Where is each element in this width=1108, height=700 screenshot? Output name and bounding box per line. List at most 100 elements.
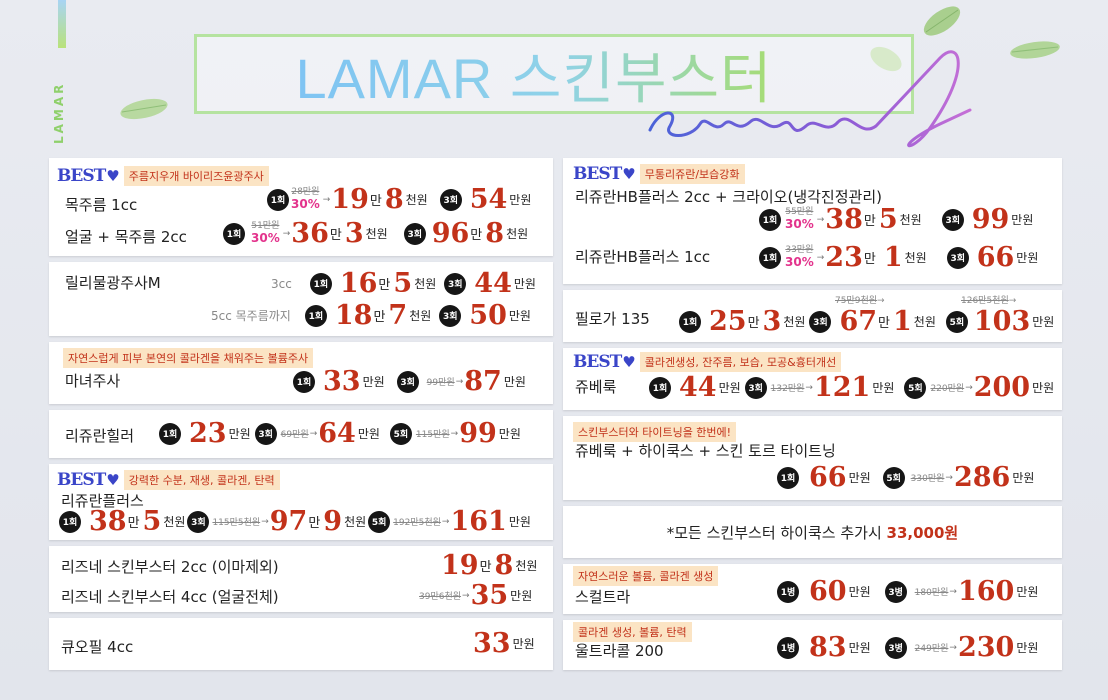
card-tag: 자연스럽게 피부 본연의 콜라겐을 채워주는 볼륨주사 — [63, 348, 314, 368]
old-price: 39만6천원 — [419, 592, 462, 602]
session-badge: 3병 — [884, 580, 907, 603]
leaf-icon — [120, 98, 168, 120]
session-badge: 1회 — [304, 304, 327, 327]
treatment-name: 스컬트라 — [575, 588, 631, 606]
treatment-name: 마녀주사 — [65, 372, 121, 390]
unit: 만 — [878, 316, 890, 331]
card-header: 스킨부스터와 타이트닝을 한번에! — [573, 422, 737, 442]
leaf-icon — [923, 6, 961, 36]
old-price: 126만5천원→ — [961, 293, 1016, 306]
session-badge: 5회 — [368, 510, 391, 533]
session-badge: 1병 — [777, 580, 799, 603]
arrow-icon: → — [462, 590, 470, 601]
unit: 만 — [308, 516, 321, 531]
unit: 만원 — [848, 585, 871, 599]
option-label: 3cc — [271, 276, 292, 291]
treatment-name: 리쥬란힐러 — [65, 427, 135, 445]
unit: 만 — [373, 310, 386, 325]
price-value: 33 — [323, 366, 361, 397]
price-value: 5 — [142, 506, 162, 537]
session-badge: 1병 — [777, 636, 799, 659]
unit: 만원 — [503, 375, 526, 389]
card-header: 자연스러운 볼륨, 콜라겐 생성 — [573, 566, 719, 586]
card-header: BEST♥ 콜라겐생성, 잔주름, 보습, 모공&흉터개선 — [573, 352, 842, 372]
price-value: 230 — [957, 632, 1015, 663]
discount-pct: 30% — [291, 196, 320, 211]
session-badge: 5회 — [389, 422, 412, 445]
arrow-icon: → — [261, 516, 269, 527]
unit: 만원 — [872, 381, 895, 395]
old-price-value: 75만9천원 — [835, 296, 878, 306]
old-price: 132만원 — [770, 384, 805, 394]
session-badge: 5회 — [945, 310, 968, 333]
treatment-name: 큐오필 4cc — [61, 638, 134, 656]
price-value: 99 — [459, 418, 497, 449]
card-header: BEST♥ 강력한 수분, 재생, 콜라겐, 탄력 — [57, 470, 280, 490]
arrow-icon: → — [282, 228, 291, 239]
price-value: 3 — [762, 306, 782, 337]
price-value: 64 — [318, 418, 356, 449]
price-value: 60 — [809, 576, 847, 607]
session-badge: 1회 — [679, 310, 701, 333]
unit: 만원 — [228, 427, 251, 441]
unit: 천원 — [515, 559, 538, 573]
old-price: 28만원 — [291, 186, 320, 197]
unit: 만 — [863, 214, 876, 229]
card-header: BEST♥ 무통리쥬란/보습강화 — [573, 164, 745, 184]
session-badge: 3회 — [254, 422, 277, 445]
price-value: 99 — [971, 204, 1010, 235]
session-badge: 1회 — [759, 208, 781, 231]
arrow-icon: → — [949, 586, 957, 597]
unit: 만원 — [1032, 381, 1055, 395]
treatment-name: 필로가 135 — [575, 310, 650, 328]
old-price-value: 126만5천원 — [961, 296, 1009, 306]
unit: 천원 — [899, 213, 922, 227]
unit: 만원 — [1016, 641, 1039, 655]
arrow-icon: → — [1008, 296, 1017, 306]
session-badge: 3회 — [396, 370, 419, 393]
old-price: 51만원 — [251, 220, 280, 231]
price-value: 286 — [953, 462, 1011, 493]
unit: 만원 — [508, 309, 531, 323]
side-accent-bar — [58, 0, 66, 48]
price-value: 200 — [973, 372, 1031, 403]
treatment-name: 목주름 1cc — [65, 196, 138, 214]
unit: 만원 — [718, 381, 741, 395]
price-value: 5 — [878, 204, 898, 235]
unit: 천원 — [904, 251, 927, 265]
old-price: 330만원 — [910, 474, 945, 484]
unit: 만원 — [1011, 213, 1034, 227]
price-value: 8 — [494, 550, 514, 581]
session-badge: 5회 — [904, 376, 927, 399]
unit: 만 — [479, 560, 492, 575]
unit: 만원 — [1012, 471, 1035, 485]
unit: 만원 — [509, 193, 532, 207]
price-value: 25 — [709, 306, 747, 337]
session-badge: 3회 — [403, 222, 426, 245]
price-value: 8 — [485, 218, 505, 249]
card-tag: 콜라겐생성, 잔주름, 보습, 모공&흉터개선 — [639, 352, 842, 372]
card-header: 자연스럽게 피부 본연의 콜라겐을 채워주는 볼륨주사 — [63, 348, 314, 368]
addon-note-price: 33,000원 — [886, 524, 959, 542]
unit: 만 — [127, 516, 140, 531]
price-value: 8 — [384, 184, 404, 215]
heart-icon: ♥ — [106, 471, 120, 489]
